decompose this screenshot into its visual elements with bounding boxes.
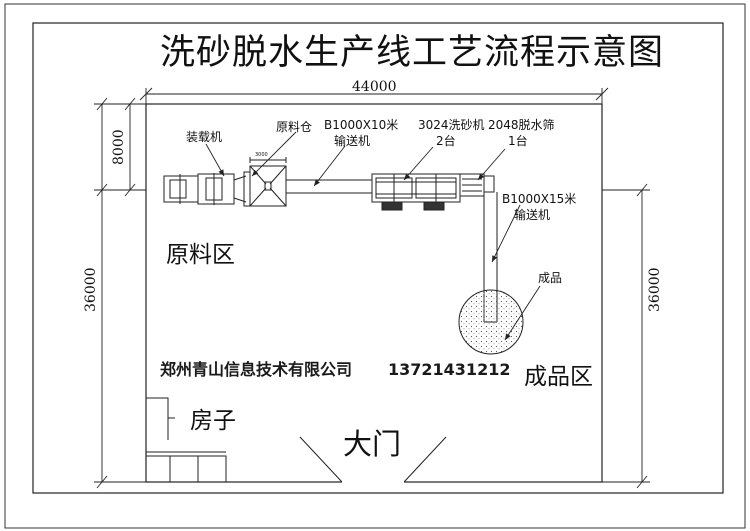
- width-dimension-label: 44000: [352, 79, 397, 95]
- house-label: 房子: [190, 408, 236, 434]
- page-title: 洗砂脱水生产线工艺流程示意图: [160, 33, 665, 73]
- outer-border: [4, 3, 746, 529]
- washer-spec-label: 3024洗砂机: [418, 118, 485, 132]
- product-pile: [458, 289, 524, 355]
- left-dimensions: [94, 97, 146, 489]
- conveyor1-name-label: 输送机: [334, 134, 371, 148]
- conveyor2-spec-label: B1000X15米: [502, 192, 577, 206]
- screen-spec-label: 2048脱水筛: [488, 118, 555, 132]
- top-left-dimension-label: 8000: [111, 129, 127, 165]
- loader-label: 装载机: [186, 130, 223, 144]
- screen-count-label: 1台: [508, 134, 528, 148]
- raw-material-zone-label: 原料区: [166, 242, 235, 268]
- company-phone: 13721431212: [388, 360, 511, 379]
- width-dimension: [139, 87, 609, 104]
- loader-icon: [163, 171, 251, 207]
- gate: [299, 436, 447, 483]
- right-dimension: [602, 183, 650, 489]
- bin-size-label: 3000: [255, 152, 268, 158]
- right-height-dimension-label: 36000: [647, 267, 663, 312]
- finished-product-zone-label: 成品区: [524, 364, 593, 390]
- left-height-dimension-label: 36000: [83, 267, 99, 312]
- raw-material-bin: [249, 157, 287, 207]
- conveyor-1: [286, 179, 372, 194]
- product-label: 成品: [538, 271, 563, 285]
- conveyor1-spec-label: B1000X10米: [324, 118, 399, 132]
- sand-washers: [371, 173, 461, 211]
- company-name: 郑州青山信息技术有限公司: [160, 360, 353, 379]
- raw-bin-label: 原料仓: [276, 120, 313, 134]
- dewatering-screen: [459, 173, 495, 197]
- gate-label: 大门: [343, 427, 402, 461]
- drawing-frame: [32, 22, 724, 494]
- house-outline: [146, 397, 227, 482]
- washer-count-label: 2台: [436, 134, 456, 148]
- leader-lines: [205, 131, 541, 341]
- conveyor2-name-label: 输送机: [514, 208, 551, 222]
